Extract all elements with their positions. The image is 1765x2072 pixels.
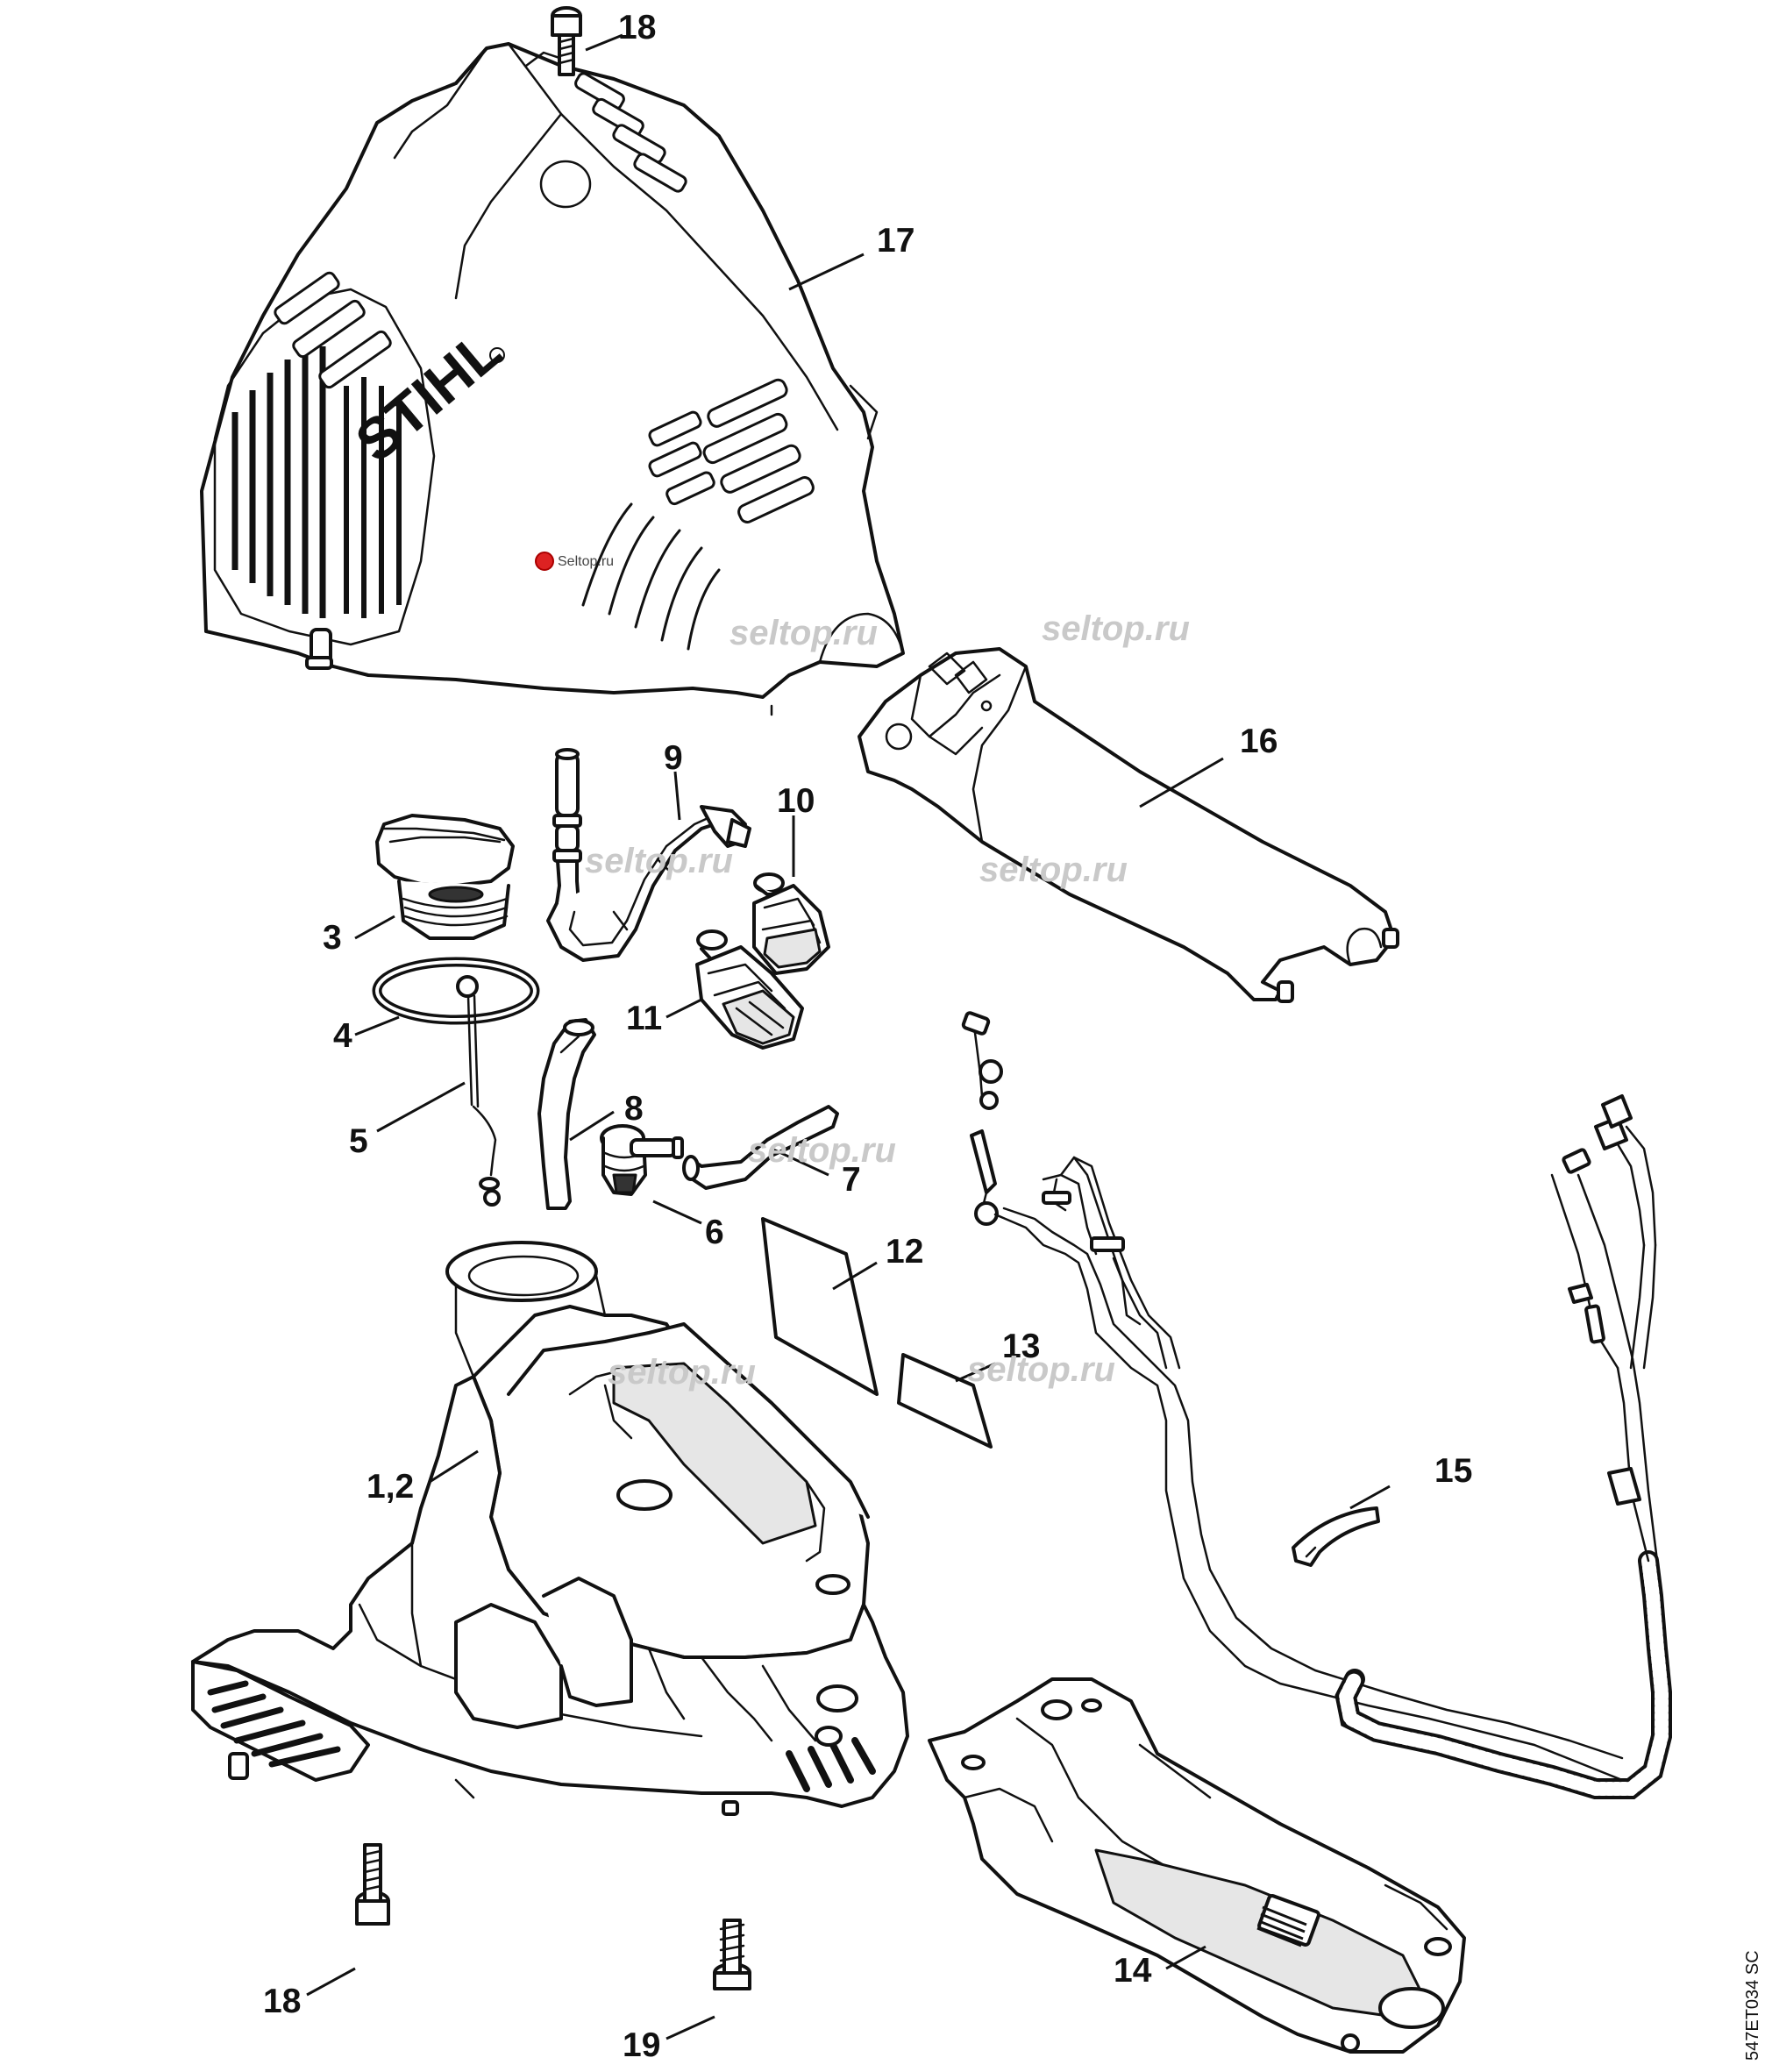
callout-16: 16 xyxy=(1240,723,1277,760)
part-engine-cover: STIHL xyxy=(200,42,905,716)
callout-5: 5 xyxy=(349,1122,368,1160)
part-wire-harness xyxy=(961,1011,1672,1799)
callout-7: 7 xyxy=(842,1161,861,1199)
part-label-12 xyxy=(761,1217,879,1396)
callout-labels: 18 17 16 9 10 3 4 11 5 8 7 6 12 13 1,2 1… xyxy=(263,9,1472,2064)
part-clip-15 xyxy=(1292,1506,1380,1567)
watermark: seltop.ru xyxy=(1042,609,1190,648)
seltop-logo-text: Seltop.ru xyxy=(558,554,614,569)
callout-4: 4 xyxy=(333,1017,352,1055)
callout-18-top: 18 xyxy=(618,9,656,46)
part-screw-top xyxy=(551,6,582,76)
part-pickup-body xyxy=(456,975,501,1207)
part-fuel-filter-10 xyxy=(752,872,830,975)
part-screw-bottom-18 xyxy=(355,1843,390,1926)
top-vent-slots xyxy=(574,72,687,193)
callout-3: 3 xyxy=(323,919,342,957)
part-fuel-hose xyxy=(546,748,751,962)
watermark: seltop.ru xyxy=(729,614,878,652)
callout-15: 15 xyxy=(1434,1452,1472,1490)
part-hose-8 xyxy=(537,1018,596,1210)
left-grille xyxy=(213,271,436,646)
part-label-13 xyxy=(897,1353,993,1449)
seltop-logo: Seltop.ru xyxy=(535,552,614,571)
part-handle-housing xyxy=(928,1677,1466,2054)
watermarks: seltop.ru seltop.ru seltop.ru seltop.ru … xyxy=(585,609,1190,1392)
part-o-ring xyxy=(372,957,540,1025)
callout-12: 12 xyxy=(886,1233,923,1271)
part-fuel-filter-11 xyxy=(695,929,804,1050)
watermark: seltop.ru xyxy=(608,1353,756,1392)
callout-18-bottom: 18 xyxy=(263,1983,301,2020)
watermark: seltop.ru xyxy=(967,1350,1115,1389)
callout-19: 19 xyxy=(623,2026,660,2064)
drawing-code: 547ET034 SC xyxy=(1743,1950,1762,2061)
watermark: seltop.ru xyxy=(979,851,1128,889)
corrugated-tube xyxy=(1334,1550,1672,1799)
callout-17: 17 xyxy=(877,222,915,260)
leader-lines xyxy=(306,33,1391,2040)
callout-10: 10 xyxy=(777,782,815,820)
part-tank-cap xyxy=(375,814,515,940)
part-fuel-tank-housing xyxy=(191,1241,909,1816)
callout-9: 9 xyxy=(664,739,683,777)
part-hose-7 xyxy=(682,1105,839,1190)
right-vent-slots xyxy=(648,378,815,523)
callout-8: 8 xyxy=(624,1090,644,1128)
callout-11: 11 xyxy=(626,1000,662,1037)
part-valve-6 xyxy=(600,1124,684,1196)
lower-vent-slots xyxy=(581,502,721,651)
callout-14: 14 xyxy=(1114,1952,1152,1990)
callout-13: 13 xyxy=(1002,1328,1040,1365)
callout-1-2: 1,2 xyxy=(367,1468,414,1506)
watermark: seltop.ru xyxy=(748,1131,896,1170)
callout-6: 6 xyxy=(705,1214,724,1251)
part-rear-handle xyxy=(858,647,1399,1003)
part-screw-19 xyxy=(713,1919,751,1990)
watermark: seltop.ru xyxy=(585,842,733,880)
